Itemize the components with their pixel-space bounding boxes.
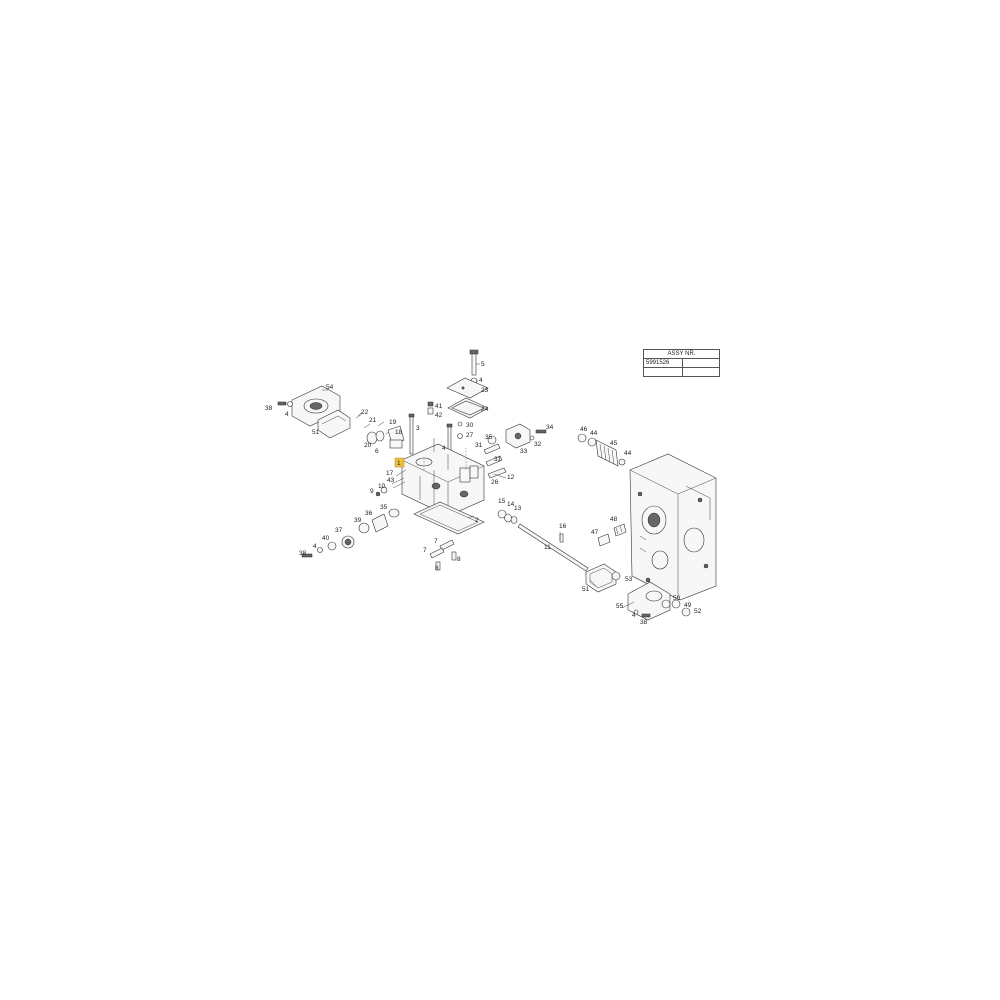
- label-50: 50: [673, 595, 681, 602]
- springs-47-48: [597, 523, 627, 547]
- pin-group: [355, 413, 405, 449]
- label-38a: 38: [265, 405, 273, 412]
- label-20: 20: [364, 442, 372, 449]
- assembly-number-table: ASSY NR. 5991526: [643, 349, 720, 377]
- label-40: 40: [322, 535, 330, 542]
- label-21: 21: [369, 417, 377, 424]
- label-4d: 4: [313, 543, 317, 550]
- label-16: 16: [559, 523, 567, 530]
- label-3: 3: [416, 425, 420, 432]
- label-54: 54: [326, 384, 334, 391]
- label-22: 22: [361, 409, 369, 416]
- label-19: 19: [389, 419, 397, 426]
- label-2: 2: [475, 517, 479, 524]
- label-44b: 44: [624, 450, 632, 457]
- label-10: 10: [378, 483, 386, 490]
- label-8a: 8: [457, 556, 461, 563]
- label-48: 48: [610, 516, 618, 523]
- label-31b: 31: [494, 456, 502, 463]
- label-9: 9: [370, 488, 374, 495]
- label-8b: 8: [435, 565, 439, 572]
- valve-body: [394, 443, 485, 517]
- small-levers: [429, 539, 457, 571]
- label-6: 6: [375, 448, 379, 455]
- label-46: 46: [580, 426, 588, 433]
- label-15: 15: [498, 498, 506, 505]
- label-38c: 38: [640, 619, 648, 626]
- label-7a: 7: [434, 538, 438, 545]
- label-44a: 44: [590, 430, 598, 437]
- assy-header: ASSY NR.: [643, 349, 720, 359]
- label-51a: 51: [312, 429, 320, 436]
- highlight-marker: [394, 457, 405, 468]
- label-45: 45: [610, 440, 618, 447]
- control-shaft: [497, 509, 589, 572]
- label-26: 26: [491, 479, 499, 486]
- label-52: 52: [694, 608, 702, 615]
- label-47: 47: [591, 529, 599, 536]
- assy-empty-cell: [682, 367, 720, 377]
- label-32: 32: [534, 441, 542, 448]
- label-35a: 35: [485, 434, 493, 441]
- right-upper-parts: [483, 423, 547, 479]
- label-18: 18: [395, 429, 403, 436]
- label-17: 17: [386, 470, 394, 477]
- assy-empty-cell: [682, 358, 720, 368]
- label-31a: 31: [475, 442, 483, 449]
- left-cover-assembly: [277, 385, 351, 439]
- label-30: 30: [466, 422, 474, 429]
- label-41: 41: [435, 403, 443, 410]
- label-4a: 4: [479, 377, 483, 384]
- assy-empty-cell: [643, 367, 683, 377]
- label-27: 27: [466, 432, 474, 439]
- part-labels: 5 4 23 24 54 38 4 51 22 21 19 18 20 6 41…: [265, 361, 702, 626]
- label-5: 5: [481, 361, 485, 368]
- label-34: 34: [546, 424, 554, 431]
- assy-number: 5991526: [643, 358, 683, 368]
- label-35b: 35: [380, 504, 388, 511]
- label-55: 55: [616, 603, 624, 610]
- label-42: 42: [435, 412, 443, 419]
- top-bolt-stack: [446, 349, 489, 419]
- left-lower-parts: [301, 477, 406, 558]
- label-24: 24: [481, 406, 489, 413]
- label-7b: 7: [423, 547, 427, 554]
- label-51b: 51: [582, 586, 590, 593]
- label-23: 23: [481, 387, 489, 394]
- label-4b: 4: [285, 411, 289, 418]
- label-49: 49: [684, 602, 692, 609]
- label-37: 37: [335, 527, 343, 534]
- label-4e: 4: [632, 612, 636, 619]
- transmission-housing: [629, 453, 717, 601]
- label-1: 1: [397, 460, 401, 467]
- label-38b: 38: [299, 550, 307, 557]
- label-39: 39: [354, 517, 362, 524]
- long-bolts: [408, 401, 463, 461]
- label-33: 33: [520, 448, 528, 455]
- label-12: 12: [507, 474, 515, 481]
- label-11: 11: [544, 544, 551, 551]
- label-43: 43: [387, 477, 395, 484]
- label-13: 13: [514, 505, 522, 512]
- label-4c: 4: [442, 445, 446, 452]
- leader-lines: [322, 363, 635, 609]
- label-36: 36: [365, 510, 373, 517]
- spring-stack: [577, 433, 626, 467]
- label-14: 14: [507, 501, 515, 508]
- gasket-plate: [413, 501, 485, 535]
- label-53: 53: [625, 576, 633, 583]
- lower-right-covers: [585, 563, 691, 621]
